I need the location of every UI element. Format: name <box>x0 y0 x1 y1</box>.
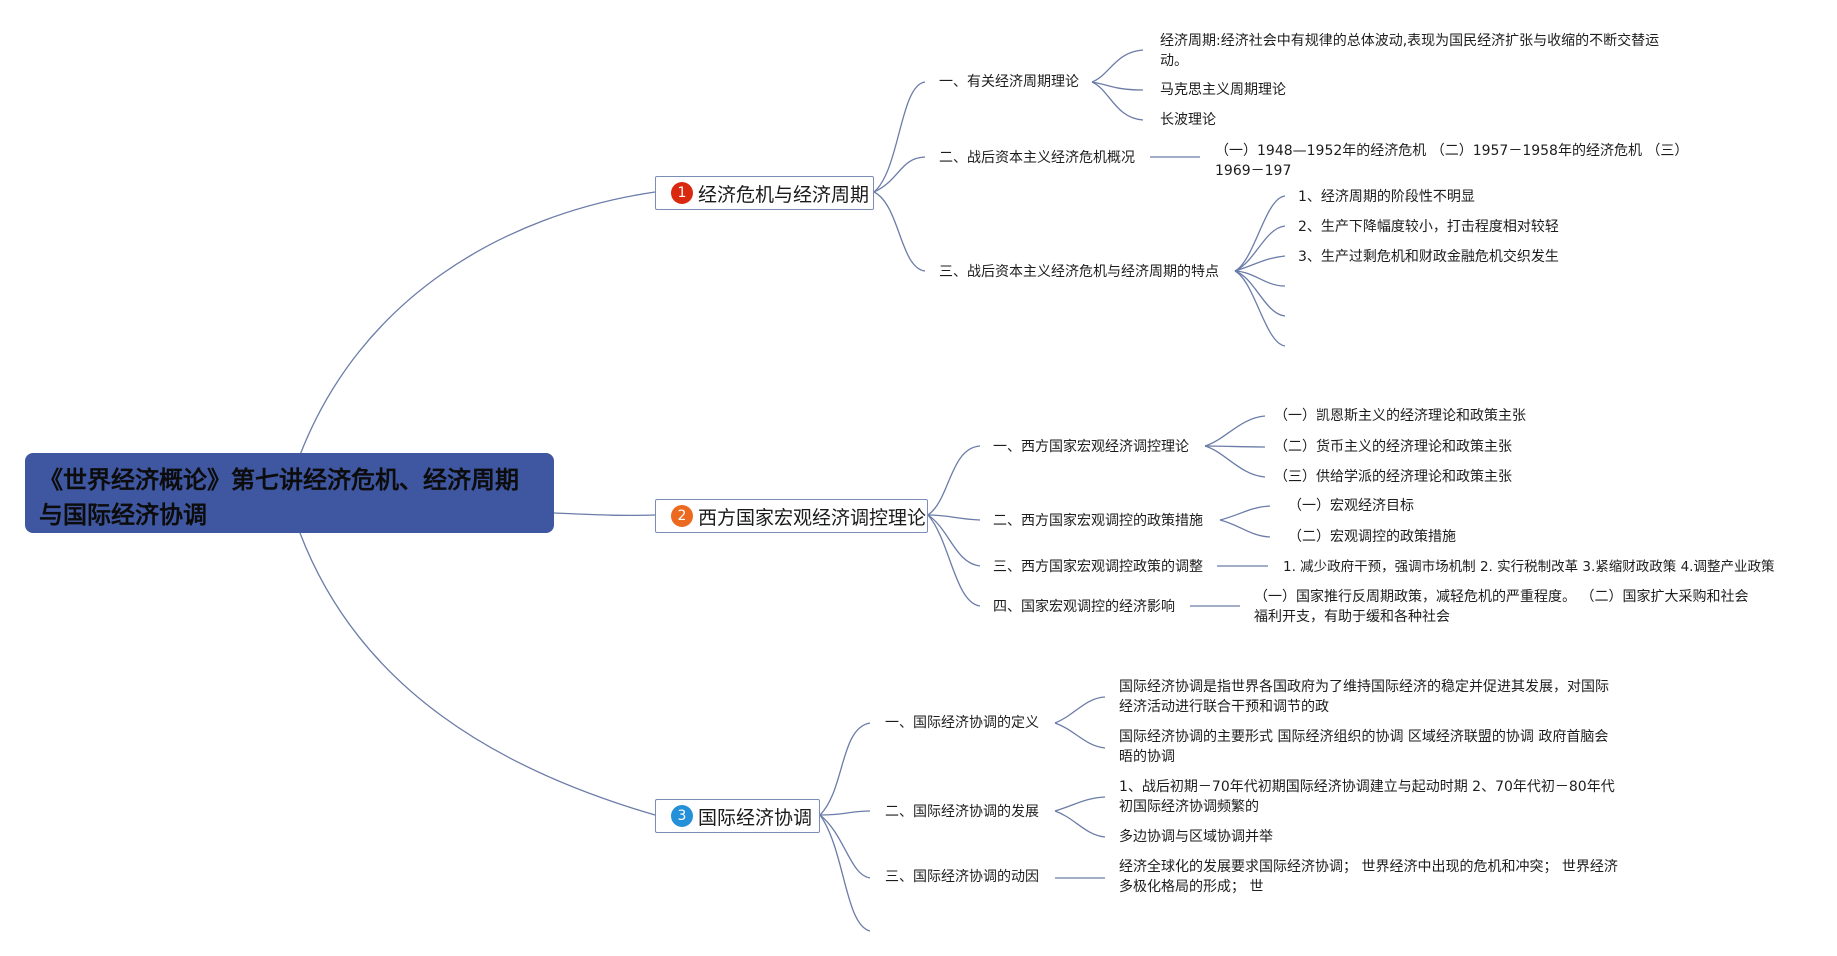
root-topic[interactable]: 《世界经济概论》第七讲经济危机、经济周期 与国际经济协调 <box>25 453 554 533</box>
leaf-1-1-1[interactable]: 经济周期:经济社会中有规律的总体波动,表现为国民经济扩张与收缩的不断交替运动。 <box>1160 33 1660 69</box>
subtopic-3-2[interactable]: 二、国际经济协调的发展 <box>885 804 1039 820</box>
subtopic-3-1[interactable]: 一、国际经济协调的定义 <box>885 715 1039 731</box>
subtopic-2-3[interactable]: 三、西方国家宏观调控政策的调整 <box>993 559 1203 575</box>
leaf-1-3-2[interactable]: 2、生产下降幅度较小，打击程度相对较轻 <box>1298 219 1559 235</box>
leaf-1-3-3[interactable]: 3、生产过剩危机和财政金融危机交织发生 <box>1298 249 1559 265</box>
link-root-branch-1 <box>299 191 656 456</box>
subtopic-2-1[interactable]: 一、西方国家宏观经济调控理论 <box>993 439 1189 455</box>
branch-2-topic[interactable]: 2 西方国家宏观经济调控理论 <box>655 499 928 533</box>
leaf-2-3-1[interactable]: 1. 减少政府干预，强调市场机制 2. 实行税制改革 3.紧缩财政政策 4.调整… <box>1283 559 1775 575</box>
leaf-1-3-1[interactable]: 1、经济周期的阶段性不明显 <box>1298 189 1475 205</box>
subtopic-3-3[interactable]: 三、国际经济协调的动因 <box>885 869 1039 885</box>
branch-2-title: 西方国家宏观经济调控理论 <box>698 506 927 529</box>
number-1-icon: 1 <box>671 182 693 204</box>
branch-3-topic[interactable]: 3 国际经济协调 <box>655 799 820 833</box>
number-3-icon: 3 <box>671 805 693 827</box>
leaf-2-1-3[interactable]: （三）供给学派的经济理论和政策主张 <box>1274 469 1512 485</box>
leaf-3-1-1[interactable]: 国际经济协调是指世界各国政府为了维持国际经济的稳定并促进其发展，对国际经济活动进… <box>1119 679 1609 715</box>
leaf-2-4-1[interactable]: （一）国家推行反周期政策，减轻危机的严重程度。 （二）国家扩大采购和社会福利开支… <box>1254 589 1749 625</box>
leaf-2-1-1[interactable]: （一）凯恩斯主义的经济理论和政策主张 <box>1274 408 1526 424</box>
leaf-3-2-2[interactable]: 多边协调与区域协调并举 <box>1119 829 1273 845</box>
link-root-branch-2 <box>553 512 656 517</box>
leaf-2-2-1[interactable]: （一）宏观经济目标 <box>1288 498 1414 514</box>
subtopic-2-2[interactable]: 二、西方国家宏观调控的政策措施 <box>993 513 1203 529</box>
root-topic-line-2: 与国际经济协调 <box>39 501 207 529</box>
number-2-icon: 2 <box>671 505 693 527</box>
subtopic-1-2[interactable]: 二、战后资本主义经济危机概况 <box>939 150 1135 166</box>
branch-1-title: 经济危机与经济周期 <box>698 183 870 206</box>
leaf-1-1-3[interactable]: 长波理论 <box>1160 112 1216 128</box>
subtopic-2-4[interactable]: 四、国家宏观调控的经济影响 <box>993 599 1175 615</box>
root-topic-line-1: 《世界经济概论》第七讲经济危机、经济周期 <box>39 466 519 494</box>
leaf-2-1-2[interactable]: （二）货币主义的经济理论和政策主张 <box>1274 439 1512 455</box>
leaf-1-2-1[interactable]: （一）1948—1952年的经济危机 （二）1957－1958年的经济危机 （三… <box>1215 143 1689 179</box>
leaf-2-2-2[interactable]: （二）宏观调控的政策措施 <box>1288 529 1456 545</box>
branch-3-title: 国际经济协调 <box>698 806 813 829</box>
leaf-3-1-2[interactable]: 国际经济协调的主要形式 国际经济组织的协调 区域经济联盟的协调 政府首脑会晤的协… <box>1119 729 1609 765</box>
leaf-3-3-1[interactable]: 经济全球化的发展要求国际经济协调； 世界经济中出现的危机和冲突； 世界经济多极化… <box>1119 859 1618 895</box>
branch-1-topic[interactable]: 1 经济危机与经济周期 <box>655 176 874 210</box>
leaf-3-2-1[interactable]: 1、战后初期－70年代初期国际经济协调建立与起动时期 2、70年代初－80年代初… <box>1119 779 1615 815</box>
link-root-branch-3 <box>299 532 656 816</box>
subtopic-1-1[interactable]: 一、有关经济周期理论 <box>939 74 1079 90</box>
leaf-1-1-2[interactable]: 马克思主义周期理论 <box>1160 82 1286 98</box>
subtopic-1-3[interactable]: 三、战后资本主义经济危机与经济周期的特点 <box>939 264 1219 280</box>
